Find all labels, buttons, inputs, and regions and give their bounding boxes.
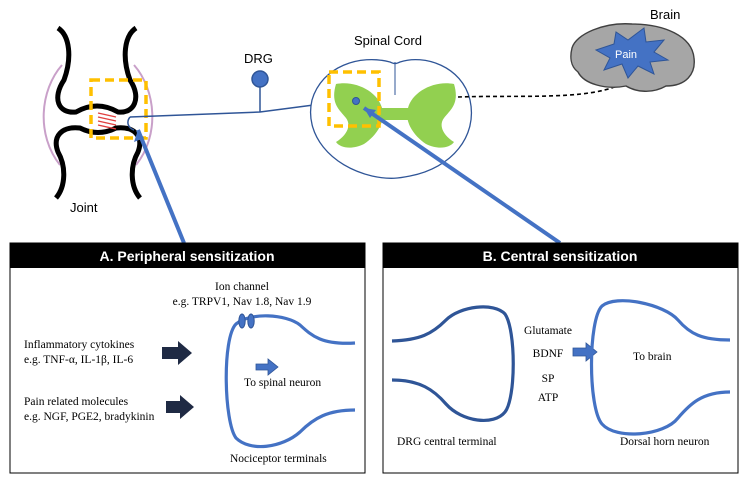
joint-highlight-box xyxy=(89,78,148,140)
drg-cell-body xyxy=(251,70,269,88)
connector-to-panel-b xyxy=(362,106,562,245)
inflamed-synovium xyxy=(97,112,117,130)
drg-central-terminal-label: DRG central terminal xyxy=(397,436,497,448)
pain-molecules-label: Pain related molecules xyxy=(24,396,129,408)
drg-central-terminal-shape xyxy=(391,305,515,422)
ion-channel-label: Ion channel xyxy=(215,281,269,293)
panel-b: B. Central sensitization DRG central ter… xyxy=(382,242,739,474)
connector-b-arrowhead xyxy=(364,108,376,118)
joint-illustration xyxy=(42,25,154,200)
cytokines-arrow xyxy=(162,341,192,365)
panel-b-frame xyxy=(382,242,739,474)
brain-label: Brain xyxy=(650,7,680,22)
transmitter-glutamate: Glutamate xyxy=(524,325,572,337)
ion-channel-examples: e.g. TRPV1, Nav 1.8, Nav 1.9 xyxy=(173,296,312,308)
cytokines-label: Inflammatory cytokines xyxy=(24,339,135,351)
panel-a-title: A. Peripheral sensitization xyxy=(99,248,274,264)
panel-a: A. Peripheral sensitization Ion channel … xyxy=(9,242,366,474)
dorsal-horn-neuron-shape xyxy=(589,299,731,436)
connector-to-panel-a xyxy=(136,129,186,244)
pain-burst-icon xyxy=(594,27,670,79)
cytokines-examples: e.g. TNF-α, IL-1β, IL-6 xyxy=(24,354,133,366)
spinal-cord-label: Spinal Cord xyxy=(354,33,422,48)
transmitter-sp: SP xyxy=(542,373,555,385)
spinal-highlight-box xyxy=(327,70,381,128)
panel-b-title: B. Central sensitization xyxy=(483,248,638,264)
to-spinal-neuron-arrow xyxy=(255,358,279,376)
nerve-ending xyxy=(127,116,135,131)
to-brain-label: To brain xyxy=(633,351,672,363)
panel-a-header xyxy=(10,243,365,268)
joint-label: Joint xyxy=(70,200,98,215)
drg-label: DRG xyxy=(244,51,273,66)
ion-channel-icon-1 xyxy=(238,313,246,329)
connector-a-arrowhead xyxy=(134,130,144,142)
dorsal-horn-neuron-dot xyxy=(352,97,360,105)
to-spinal-neuron-label: To spinal neuron xyxy=(244,377,321,389)
ion-channel-icon-2 xyxy=(247,313,255,329)
pain-label: Pain xyxy=(615,49,637,61)
pain-molecules-examples: e.g. NGF, PGE2, bradykinin xyxy=(24,411,155,423)
gray-matter xyxy=(334,83,456,148)
transmitter-atp: ATP xyxy=(538,392,558,404)
dorsal-horn-neuron-label: Dorsal horn neuron xyxy=(620,436,710,448)
transmitter-bdnf: BDNF xyxy=(533,348,564,360)
panel-b-header xyxy=(383,243,738,268)
pain-molecules-arrow xyxy=(166,395,194,419)
nociceptor-terminals-label: Nociceptor terminals xyxy=(230,453,327,465)
panel-a-frame xyxy=(9,242,366,474)
nociceptor-terminal-shape xyxy=(224,314,356,449)
